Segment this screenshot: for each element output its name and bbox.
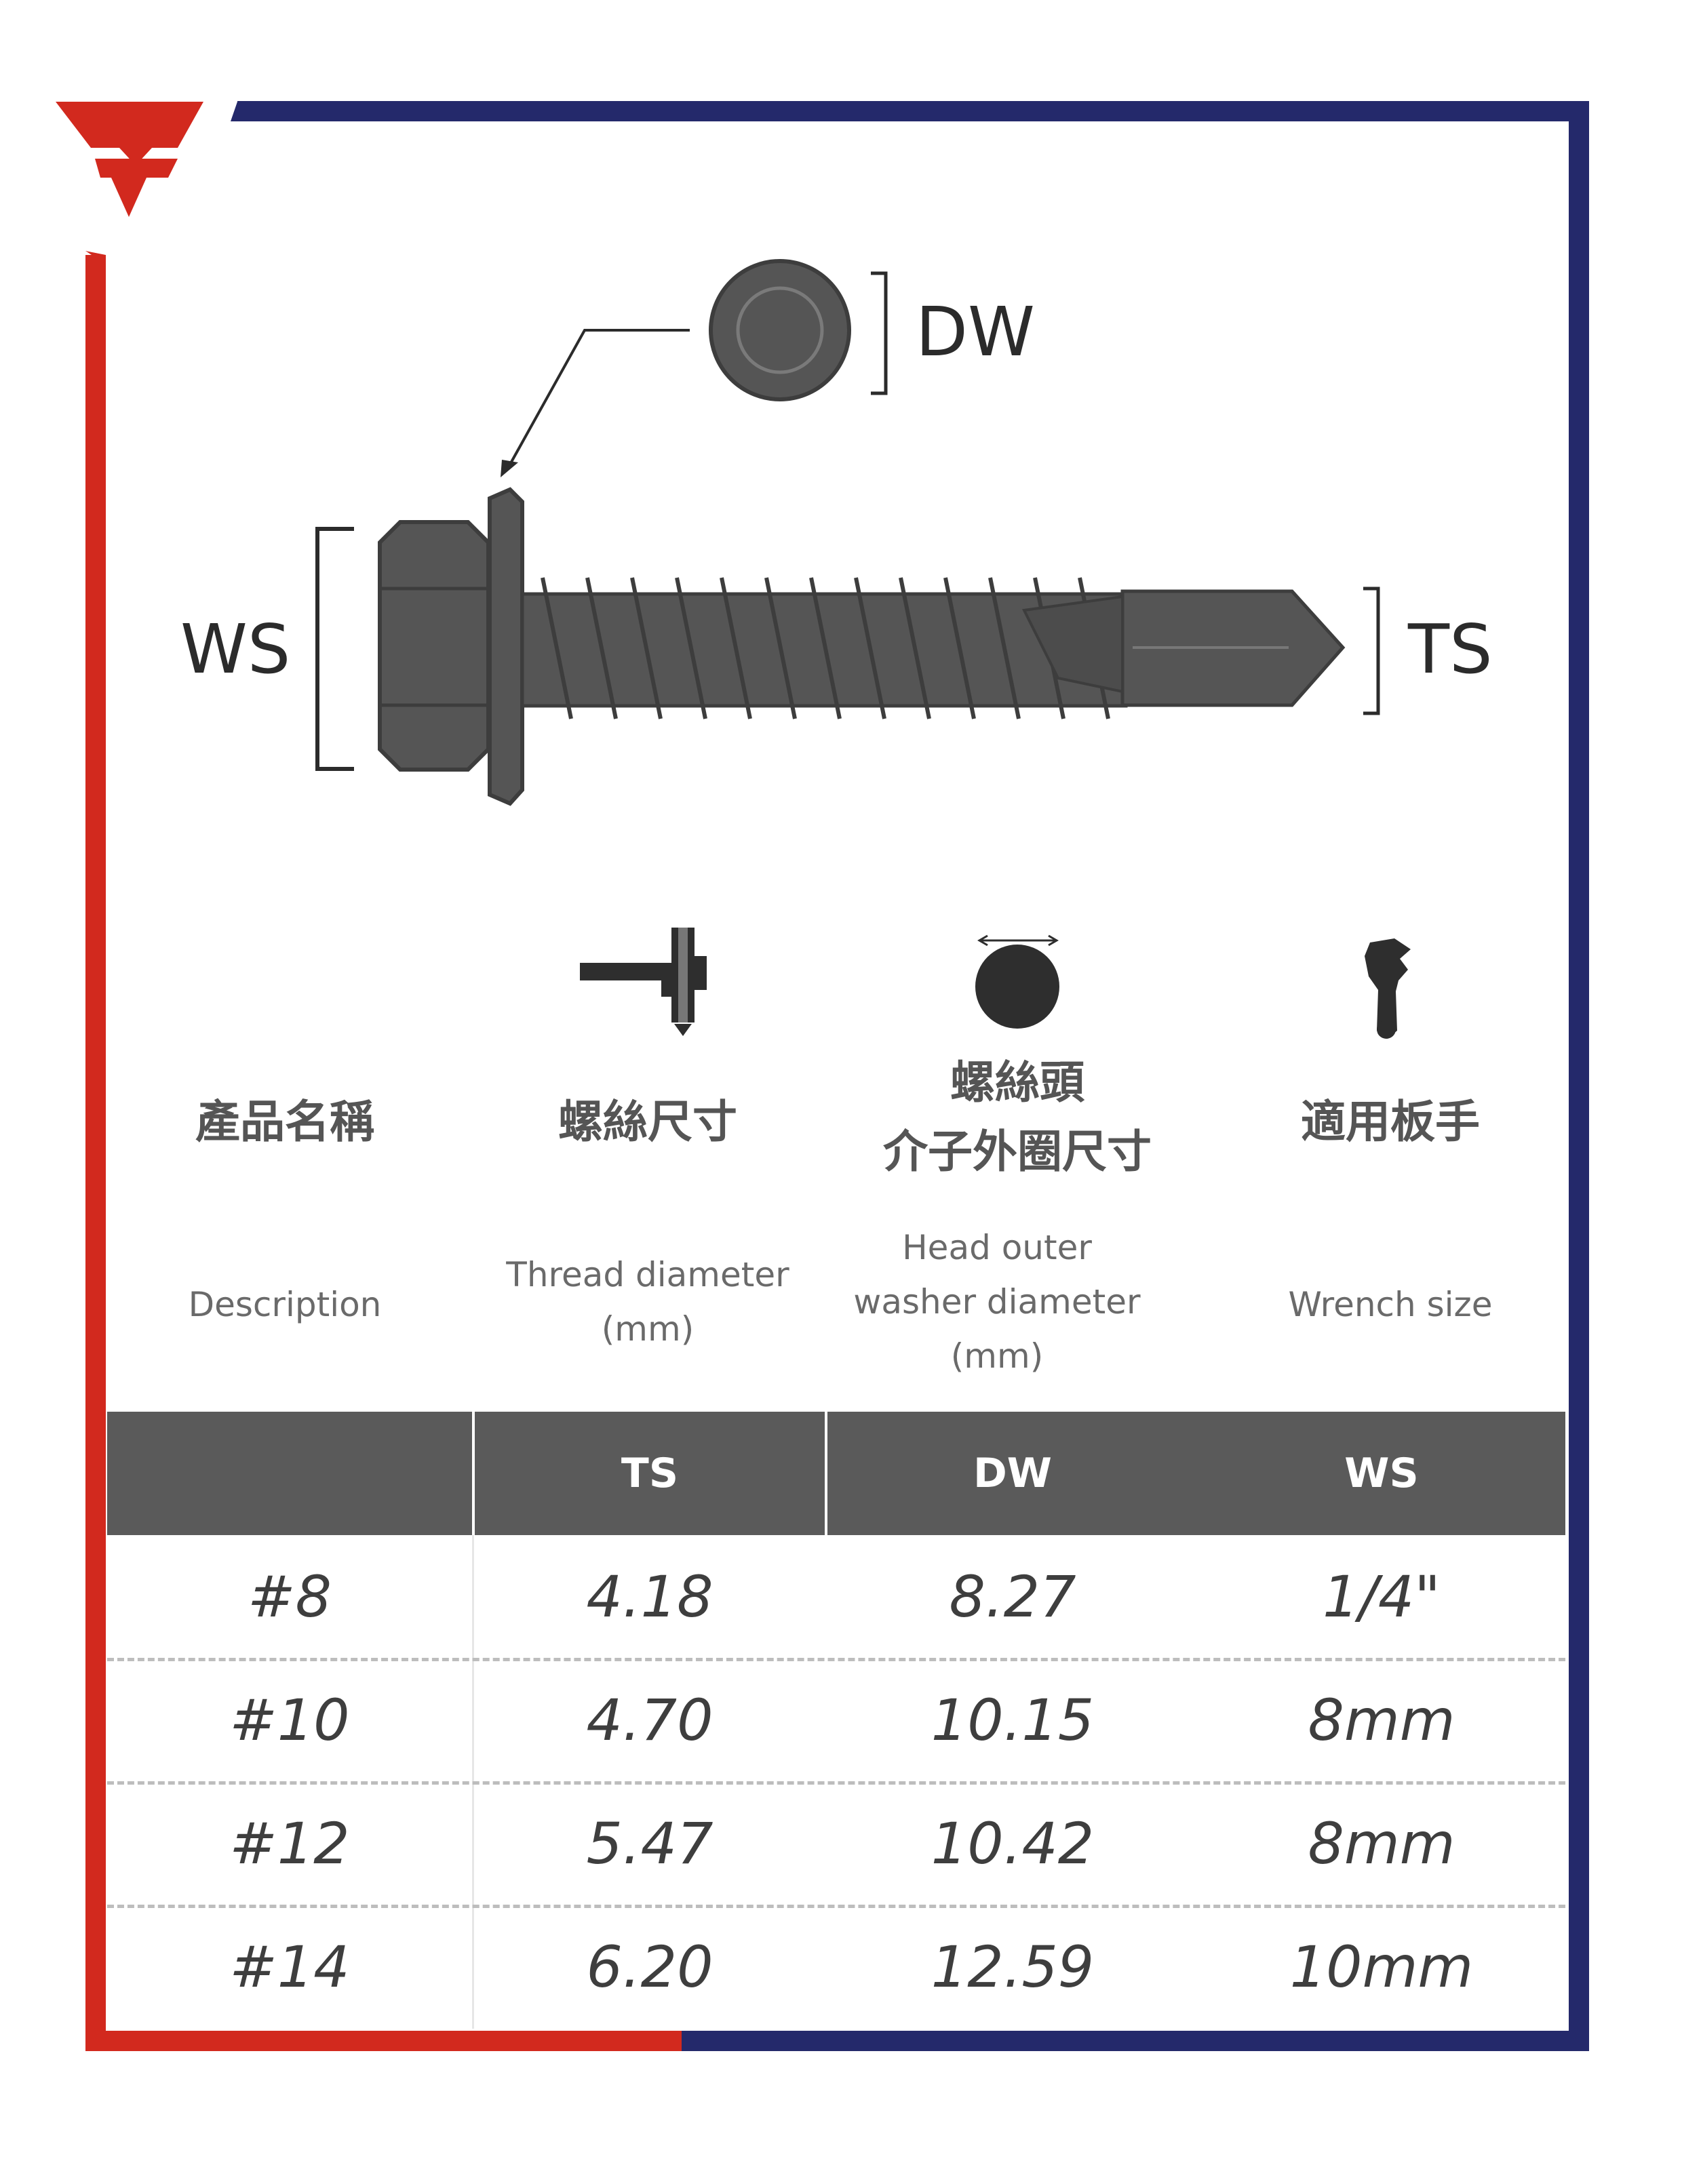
washer-disc-icon — [975, 934, 1059, 1029]
row-divider — [107, 1658, 1565, 1661]
table-row: #10 4.70 10.15 8mm — [107, 1659, 1565, 1782]
col-title-thread-zh: 螺絲尺寸 — [558, 1096, 737, 1148]
dw-label: DW — [916, 292, 1035, 372]
frame-navy-top-corner — [231, 102, 252, 121]
table-header: TS DW WS — [107, 1412, 1565, 1535]
cell-dw: 10.42 — [931, 1810, 1095, 1877]
table-row: #8 4.18 8.27 1/4" — [107, 1535, 1565, 1659]
col-subtitle-wrench-line1: Wrench size — [1288, 1285, 1493, 1324]
row-divider — [107, 1781, 1565, 1785]
washer-top-icon — [709, 259, 851, 401]
table-row: #14 6.20 12.59 10mm — [107, 1905, 1565, 2029]
ws-bracket — [315, 527, 354, 771]
table-header-cell-ts: TS — [621, 1450, 679, 1497]
ts-bracket — [1363, 587, 1380, 715]
cell-ws: 8mm — [1308, 1687, 1455, 1753]
table-header-cell-dw: DW — [973, 1450, 1052, 1497]
col-title-wrench-zh: 適用板手 — [1301, 1096, 1480, 1148]
frame-red-left-corner — [85, 251, 106, 264]
dw-bracket — [871, 271, 888, 395]
col-title-washer-zh-line2: 介子外圈尺寸 — [883, 1126, 1152, 1178]
cell-description: #12 — [229, 1810, 350, 1877]
col-title-washer-zh: 螺絲頭 介子外圈尺寸 — [827, 1048, 1207, 1187]
col-subtitle-description-line1: Description — [188, 1285, 382, 1324]
col-subtitle-washer-line2: washer diameter — [853, 1282, 1141, 1322]
brand-logo — [56, 102, 203, 217]
table-header-divider-2 — [825, 1412, 827, 1535]
col-subtitle-wrench: Wrench size — [1241, 1277, 1540, 1332]
table-header-cell-ws: WS — [1344, 1450, 1419, 1497]
table-row: #12 5.47 10.42 8mm — [107, 1782, 1565, 1905]
cell-ts: 4.70 — [586, 1687, 713, 1753]
col-subtitle-washer-line1: Head outer — [902, 1228, 1092, 1267]
frame-red-left — [85, 255, 692, 2051]
arrowhead-icon — [501, 460, 518, 477]
cell-dw: 8.27 — [949, 1564, 1076, 1630]
cell-ts: 6.20 — [586, 1934, 713, 2000]
col-subtitle-thread-line2: (mm) — [601, 1309, 695, 1349]
col-title-description-zh: 產品名稱 — [195, 1096, 374, 1148]
cell-description: #14 — [229, 1934, 350, 2000]
wrench-icon — [1365, 938, 1411, 1039]
cell-ws: 8mm — [1308, 1810, 1455, 1877]
ws-label: WS — [180, 610, 291, 689]
row-divider — [107, 1905, 1565, 1908]
cell-ts: 4.18 — [586, 1564, 713, 1630]
cell-dw: 12.59 — [931, 1934, 1095, 2000]
cell-description: #10 — [229, 1687, 350, 1753]
col-subtitle-washer-line3: (mm) — [950, 1336, 1044, 1376]
col-subtitle-washer: Head outer washer diameter (mm) — [814, 1220, 1180, 1383]
col-title-washer-zh-line1: 螺絲頭 — [950, 1056, 1084, 1109]
table-header-cell-0 — [107, 1412, 472, 1535]
ts-label: TS — [1408, 610, 1493, 689]
cell-ws: 10mm — [1289, 1934, 1474, 2000]
frame-navy-top — [237, 101, 1589, 2041]
cell-description: #8 — [248, 1564, 332, 1630]
cell-dw: 10.15 — [931, 1687, 1095, 1753]
table-header-divider-1 — [472, 1412, 475, 1535]
cell-ts: 5.47 — [586, 1810, 713, 1877]
leader-line — [506, 329, 690, 470]
col-subtitle-description: Description — [136, 1277, 434, 1332]
col-subtitle-thread: Thread diameter (mm) — [468, 1248, 827, 1356]
cell-ws: 1/4" — [1323, 1564, 1441, 1630]
col-subtitle-thread-line1: Thread diameter — [506, 1255, 789, 1294]
screw-illustration — [378, 487, 1346, 806]
thread-gauge-icon — [580, 922, 707, 1036]
